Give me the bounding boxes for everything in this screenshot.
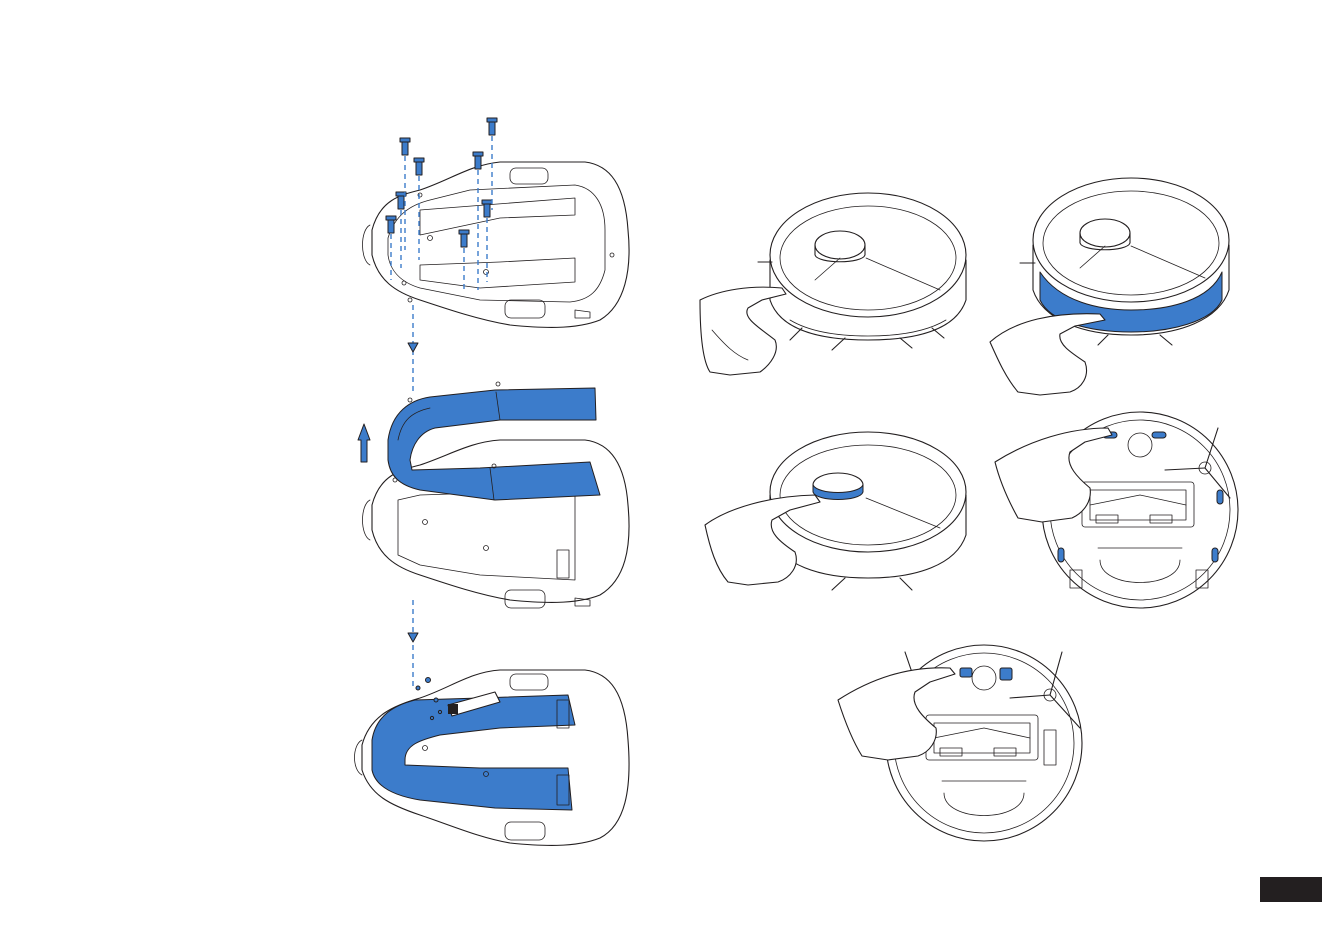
panel-wipe-bottom-sensors — [995, 412, 1238, 608]
hand-with-cloth-icon — [838, 668, 955, 760]
panel-wipe-bumper — [990, 178, 1229, 395]
panel-wipe-lidar-cap — [705, 432, 966, 590]
hand-with-cloth-icon — [995, 428, 1112, 522]
hand-with-cloth-icon — [705, 495, 820, 585]
screw-icon — [386, 118, 497, 247]
arrow-down-icon — [408, 633, 418, 642]
panel-wipe-top-rim — [700, 193, 966, 375]
page-number-badge — [1260, 877, 1322, 902]
arrow-down-icon — [408, 343, 418, 352]
panel-gasket-lifted — [358, 382, 629, 608]
arrow-up-icon — [358, 424, 370, 462]
panel-wipe-bottom-center — [838, 645, 1082, 841]
panel-gasket-installed — [355, 670, 630, 845]
panel-base-with-screws — [363, 118, 630, 327]
lidar-band-highlight — [813, 485, 863, 500]
